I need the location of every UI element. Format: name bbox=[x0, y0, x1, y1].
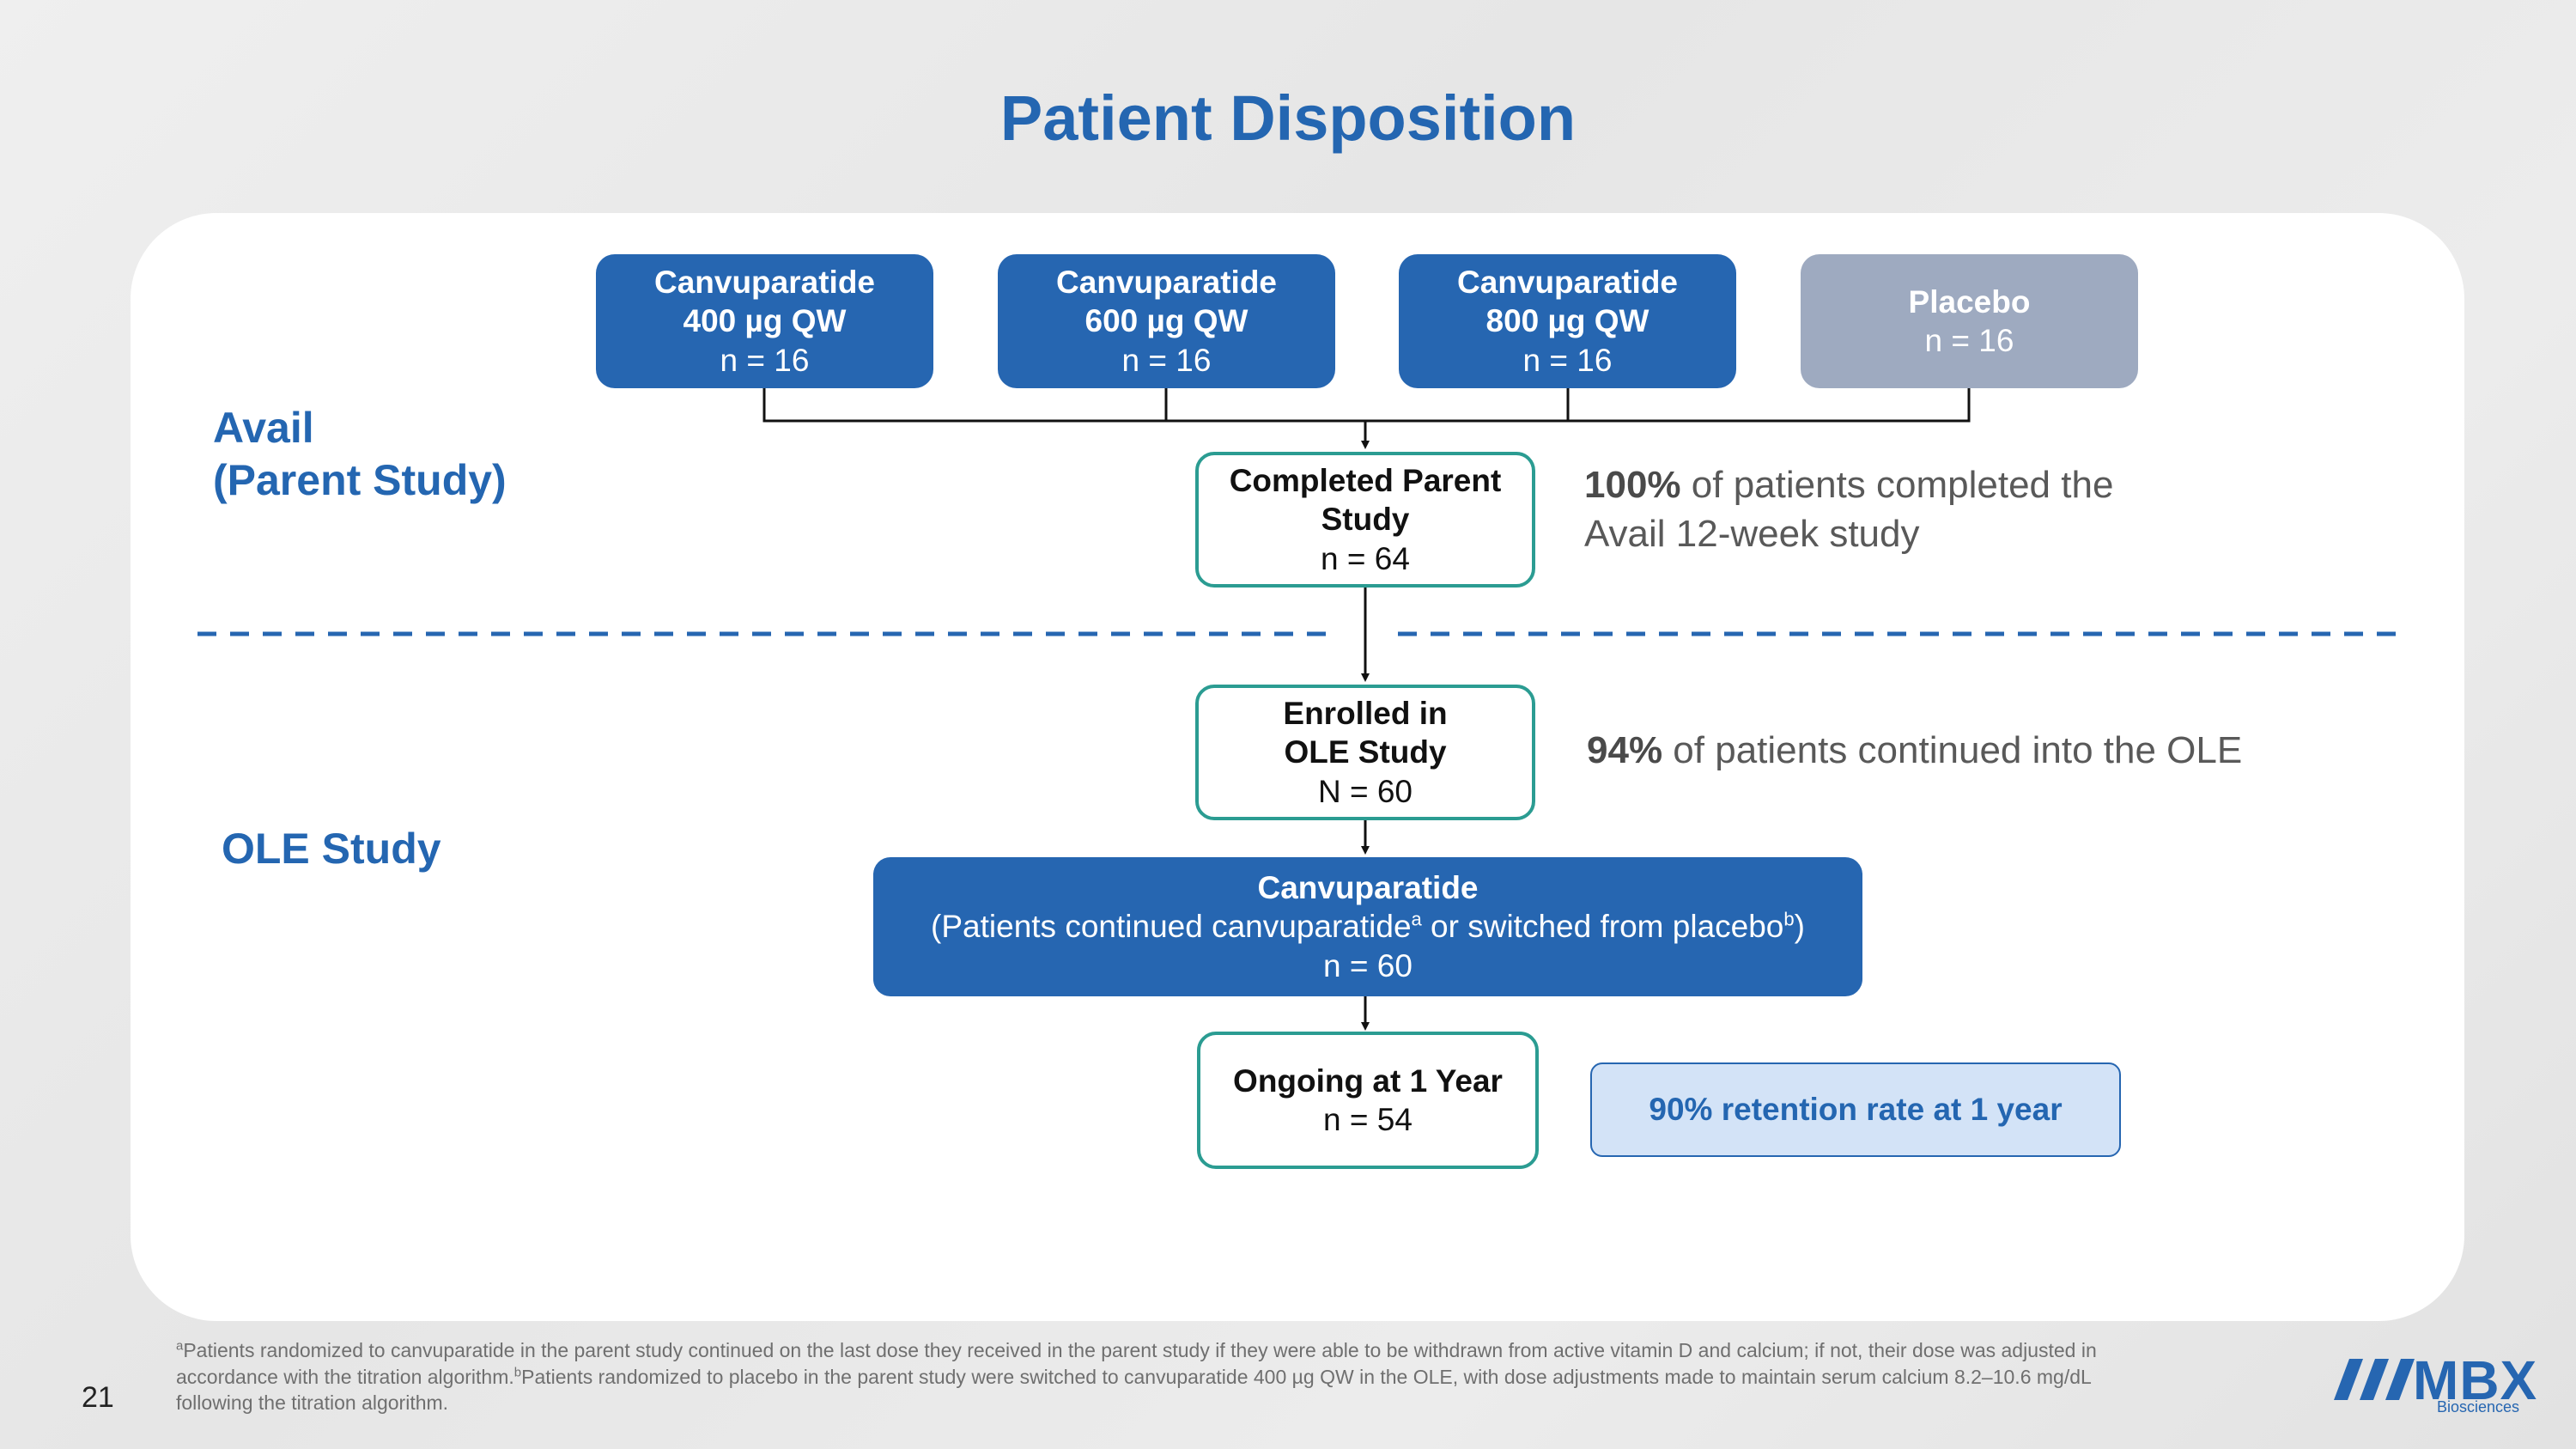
footnote-a-text2: accordance with the titration algorithm. bbox=[176, 1365, 514, 1388]
footnote-mark-a: a bbox=[1411, 909, 1422, 931]
page-number: 21 bbox=[82, 1381, 114, 1414]
continued-desc-pre: (Patients continued canvuparatide bbox=[931, 909, 1412, 945]
arm-drug: Canvuparatide bbox=[1055, 265, 1277, 301]
continued-n: n = 60 bbox=[1323, 947, 1413, 983]
completed-line1: Completed Parent bbox=[1229, 463, 1502, 499]
arm-n: n = 16 bbox=[1924, 323, 2014, 358]
continued-desc: (Patients continued canvuparatidea or sw… bbox=[931, 907, 1805, 946]
continued-desc-post: ) bbox=[1794, 909, 1805, 945]
footnote-b-text: Patients randomized to placebo in the pa… bbox=[521, 1365, 2092, 1388]
section-label-ole: OLE Study bbox=[222, 825, 441, 873]
footnote-line3: following the titration algorithm. bbox=[176, 1391, 449, 1415]
footnote-a-mark: a bbox=[176, 1338, 184, 1354]
section-label-parent: Avail (Parent Study) bbox=[213, 402, 507, 507]
footnote-line2: accordance with the titration algorithm.… bbox=[176, 1364, 2348, 1391]
arm-dose: 400 µg QW bbox=[683, 303, 847, 339]
enrolled-note-text: of patients continued into the OLE bbox=[1662, 729, 2243, 771]
completed-parent-box: Completed Parent Study n = 64 bbox=[1195, 452, 1535, 588]
arm-drug: Placebo bbox=[1908, 283, 2031, 320]
completed-note-line1: 100% of patients completed the bbox=[1584, 460, 2113, 509]
retention-callout: 90% retention rate at 1 year bbox=[1590, 1062, 2121, 1157]
completed-pct: 100% bbox=[1584, 464, 1681, 506]
enrolled-line2: OLE Study bbox=[1284, 734, 1447, 770]
enrolled-ole-box: Enrolled in OLE Study N = 60 bbox=[1195, 685, 1535, 820]
section-label-parent-line1: Avail bbox=[213, 404, 314, 452]
mbx-logo: MBX Biosciences bbox=[2334, 1349, 2537, 1416]
arm-box-400: Canvuparatide 400 µg QW n = 16 bbox=[596, 254, 933, 388]
ongoing-n: n = 54 bbox=[1323, 1102, 1413, 1137]
completed-note-line2: Avail 12-week study bbox=[1584, 513, 1920, 556]
arm-n: n = 16 bbox=[1121, 342, 1212, 378]
ongoing-box: Ongoing at 1 Year n = 54 bbox=[1197, 1032, 1539, 1169]
completed-note: 100% of patients completed the Avail 12-… bbox=[1584, 460, 2113, 558]
enrolled-line1: Enrolled in bbox=[1283, 696, 1448, 732]
continued-desc-mid: or switched from placebo bbox=[1421, 909, 1784, 945]
footnote-b-mark: b bbox=[513, 1364, 522, 1379]
arms-bracket bbox=[762, 388, 1971, 423]
arm-box-placebo: Placebo n = 16 bbox=[1801, 254, 2138, 388]
arm-dose: 800 µg QW bbox=[1485, 303, 1649, 339]
footnote-mark-b: b bbox=[1783, 909, 1795, 931]
completed-line2: Study bbox=[1321, 502, 1410, 538]
continued-title: Canvuparatide bbox=[1257, 870, 1479, 906]
footnote-line1: aPatients randomized to canvuparatide in… bbox=[176, 1337, 2348, 1364]
mbx-logo-text: MBX bbox=[2413, 1349, 2538, 1411]
footnote: aPatients randomized to canvuparatide in… bbox=[176, 1337, 2348, 1416]
mbx-logo-subtext: Biosciences bbox=[2437, 1398, 2520, 1416]
arm-box-600: Canvuparatide 600 µg QW n = 16 bbox=[998, 254, 1335, 388]
arm-box-800: Canvuparatide 800 µg QW n = 16 bbox=[1399, 254, 1736, 388]
completed-note-text1: of patients completed the bbox=[1680, 464, 2114, 506]
completed-n: n = 64 bbox=[1321, 540, 1410, 576]
arm-dose: 600 µg QW bbox=[1084, 303, 1249, 339]
mbx-logo-mark-icon bbox=[2334, 1359, 2415, 1400]
arm-drug: Canvuparatide bbox=[653, 265, 875, 301]
ongoing-title: Ongoing at 1 Year bbox=[1233, 1062, 1503, 1099]
enrolled-note: 94% of patients continued into the OLE bbox=[1587, 726, 2242, 775]
arm-n: n = 16 bbox=[1522, 342, 1613, 378]
ole-canvuparatide-box: Canvuparatide (Patients continued canvup… bbox=[873, 857, 1862, 996]
page-title: Patient Disposition bbox=[999, 82, 1577, 154]
enrolled-pct: 94% bbox=[1587, 729, 1663, 771]
arm-n: n = 16 bbox=[720, 342, 810, 378]
section-label-parent-line2: (Parent Study) bbox=[213, 456, 507, 504]
arm-drug: Canvuparatide bbox=[1456, 265, 1678, 301]
enrolled-n: N = 60 bbox=[1317, 773, 1413, 809]
footnote-a-text: Patients randomized to canvuparatide in … bbox=[183, 1339, 2097, 1361]
